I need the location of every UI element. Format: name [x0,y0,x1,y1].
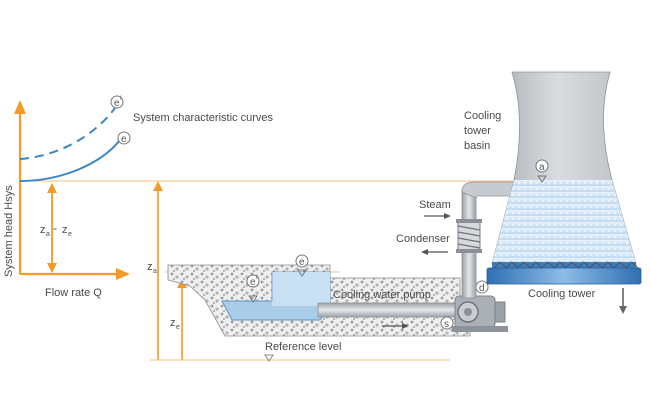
svg-text:a: a [46,231,50,238]
marker-e-curve: e [117,131,131,145]
svg-text:a: a [153,268,157,275]
marker-a: a [535,159,549,183]
svg-text:z: z [40,224,46,236]
marker-s: s [440,316,454,330]
reference-level-marker [264,354,274,362]
head-difference-arrow-bottom [47,263,57,273]
tower-water-basin [492,262,636,268]
y-axis-label: System head Hsys [3,185,15,277]
system-curves-label: System characteristic curves [133,112,273,124]
svg-text:e: e [176,324,180,331]
system-curve-e [19,139,121,182]
svg-text:basin: basin [464,140,490,152]
cooling-tower-basin-label: Cooling tower basin [464,110,501,152]
marker-d: d [475,280,489,294]
svg-text:e: e [250,277,256,288]
svg-text:e: e [114,98,120,109]
cooling-water-pump [452,295,508,332]
tower-spray-zone [492,180,636,264]
svg-text:e: e [68,231,72,238]
condenser-label: Condenser [396,233,450,245]
flow-arrow-suction-head [402,323,409,329]
cooling-tower-label: Cooling tower [528,288,596,300]
condensate-arrow-head [421,249,428,255]
marker-e-prime-curve: e I [110,95,124,109]
cooling-water-pump-label: Cooling water pump [333,289,431,301]
y-axis-arrowhead [14,100,26,114]
steam-arrow-head [444,213,451,219]
head-difference-label: z a - z e [40,221,72,238]
svg-text:a: a [539,162,545,173]
steam-label: Steam [419,199,451,211]
tower-base-pool [486,267,642,285]
pond-water-upper [272,272,330,306]
marker-e-pond: e [295,254,309,277]
svg-text:z: z [147,261,153,273]
condenser-coil [456,219,482,253]
svg-text:I: I [120,96,122,102]
tower-drain-arrow-head [619,306,627,314]
head-difference-arrow-top [47,183,57,193]
x-axis-label: Flow rate Q [45,287,102,299]
intake-pond [167,264,471,337]
za-label: z a [147,261,157,275]
cooling-tower [486,71,642,314]
reference-level-label: Reference level [265,341,341,353]
ze-label: z e [170,317,180,331]
svg-text:z: z [170,317,176,329]
x-axis-arrowhead [116,268,130,280]
system-curve-e-prime [19,107,116,160]
suction-pipe [317,302,459,318]
svg-text:e: e [299,257,305,268]
marker-e-prime-pond: e I [246,274,260,303]
za-arrowhead [153,181,163,191]
svg-text:d: d [479,283,485,294]
svg-text:tower: tower [464,125,491,137]
svg-text:e: e [121,134,127,145]
system-curve-chart: System head Hsys Flow rate Q e I e Syste… [3,95,520,299]
svg-text:I: I [256,275,258,281]
svg-text:Cooling: Cooling [464,110,501,122]
svg-text:z: z [62,224,68,236]
svg-text:s: s [444,319,449,330]
svg-text:-: - [53,221,57,235]
